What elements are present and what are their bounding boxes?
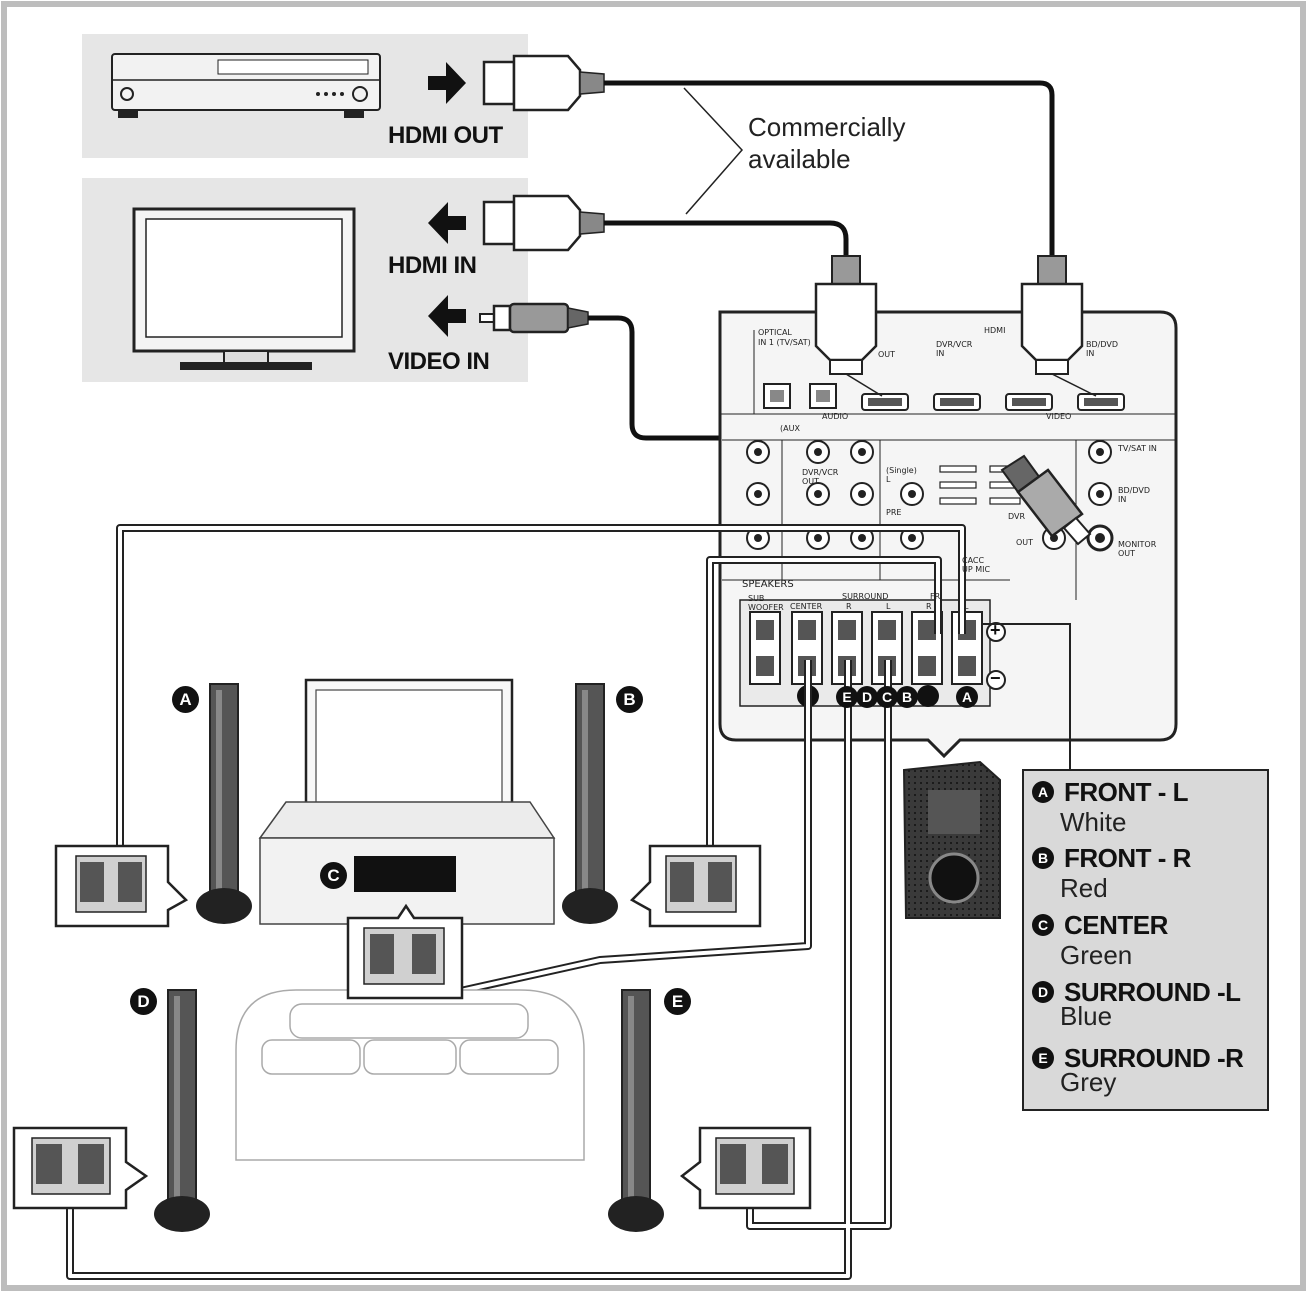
- rca-plug-icon: [1000, 454, 1092, 546]
- rx-surround-r-label: R: [846, 602, 852, 611]
- rx-pre-label: PRE: [886, 508, 902, 517]
- rx-aux-label: (AUX: [780, 424, 800, 433]
- terminal-callout-d: [12, 1126, 149, 1210]
- rx-hdmi-out-label: OUT: [878, 350, 896, 359]
- room-tv-icon: [304, 678, 514, 827]
- receiver-badge-c: C: [876, 686, 898, 708]
- pointer-line: [1051, 373, 1097, 397]
- sofa-icon: [235, 989, 585, 1161]
- rx-front-label: FR: [930, 592, 941, 601]
- terminal-callout-a: [54, 844, 189, 928]
- legend-name: SURROUND -L: [1064, 977, 1241, 1007]
- legend-badge: B: [1032, 847, 1054, 869]
- legend-color: Red: [1060, 873, 1108, 903]
- pointer-line: [845, 373, 883, 397]
- rx-optical-sub-label: IN 1 (TV/SAT): [758, 338, 811, 347]
- arrow-right-icon: [428, 62, 466, 104]
- hdmi-out-label: HDMI OUT: [388, 122, 503, 149]
- legend-name: FRONT - R: [1064, 843, 1191, 873]
- hdmi-plug-icon: [482, 54, 605, 112]
- bluray-player-icon: [111, 53, 381, 118]
- receiver-badge-e: E: [836, 686, 858, 708]
- rx-surround-l-label: L: [886, 602, 891, 611]
- tv-stand-icon: [258, 801, 556, 925]
- rca-plug-icon: [479, 302, 589, 334]
- legend-color: Grey: [1060, 1067, 1117, 1097]
- plus-sign: +: [990, 620, 1001, 640]
- legend-color: Blue: [1060, 1001, 1113, 1031]
- speaker-marker-d: D: [130, 988, 157, 1015]
- hdmi-in-label: HDMI IN: [388, 252, 477, 279]
- legend-badge: E: [1032, 1047, 1054, 1069]
- rx-dvr-vcr-in-label: DVR/VCR IN: [936, 340, 973, 358]
- rx-out2-label: OUT: [1016, 538, 1034, 547]
- hdmi-plug-icon: [814, 255, 878, 375]
- front-right-speaker-icon: [562, 683, 618, 924]
- legend-badge: D: [1032, 981, 1054, 1003]
- av-receiver: [718, 310, 1178, 759]
- legend-name: SURROUND -R: [1064, 1043, 1244, 1073]
- rx-subwoofer-label: SUB WOOFER: [748, 594, 784, 612]
- rx-acmic-label: CACC UP MIC: [962, 556, 991, 574]
- legend-name: FRONT - L: [1064, 777, 1189, 807]
- rx-dvr-vcr-out-label: DVR/VCR OUT: [802, 468, 839, 486]
- legend-badge: A: [1032, 781, 1054, 803]
- front-left-speaker-icon: [196, 683, 252, 924]
- rx-single-label: (Single) L: [886, 466, 917, 484]
- receiver-badge-d: D: [856, 686, 878, 708]
- callout-line-2: available: [748, 144, 851, 174]
- receiver-badge-a: A: [956, 686, 978, 708]
- arrow-left-icon: [428, 202, 466, 244]
- rx-optical-label: OPTICAL: [758, 328, 792, 337]
- minus-marker: [986, 670, 1006, 690]
- receiver-badge-b: B: [896, 686, 918, 708]
- rx-center-label: CENTER: [790, 602, 823, 611]
- arrow-left-icon: [428, 295, 466, 337]
- rx-front-r-label: R: [926, 602, 932, 611]
- hdmi-plug-icon: [1020, 255, 1084, 375]
- legend-name: CENTER: [1064, 910, 1168, 940]
- legend-color: Green: [1060, 940, 1133, 970]
- rx-speakers-label: SPEAKERS: [742, 579, 794, 590]
- hdmi-cable-in: [604, 220, 849, 256]
- subwoofer-icon: [902, 760, 1001, 919]
- speaker-marker-b: B: [616, 686, 643, 713]
- rx-monitor-out-label: MONITOR OUT: [1118, 540, 1157, 558]
- terminal-callout-b: [629, 844, 762, 928]
- rx-surround-label: SURROUND: [842, 592, 889, 601]
- callout-line-1: Commercially: [748, 112, 906, 142]
- rx-bd-dvd-in2-label: BD/DVD IN: [1118, 486, 1150, 504]
- surround-left-speaker-icon: [154, 989, 210, 1232]
- hdmi-plug-icon: [482, 194, 605, 252]
- speaker-marker-c: C: [320, 862, 347, 889]
- surround-right-speaker-icon: [608, 989, 664, 1232]
- video-in-label: VIDEO IN: [388, 348, 490, 375]
- speaker-color-legend: A FRONT - L White B FRONT - R Red C CENT…: [1022, 769, 1269, 1111]
- rx-video-label: VIDEO: [1046, 412, 1072, 421]
- tv-icon: [132, 207, 356, 370]
- rx-front-l-label: L: [964, 602, 969, 611]
- legend-badge: C: [1032, 914, 1054, 936]
- terminal-callout-e: [679, 1126, 812, 1210]
- legend-color: White: [1060, 807, 1127, 837]
- rx-tv-sat-in-label: TV/SAT IN: [1118, 444, 1157, 453]
- minus-sign: −: [990, 668, 1001, 688]
- callout-bracket: [683, 87, 744, 215]
- rx-dvr-label: DVR: [1008, 512, 1026, 521]
- speaker-marker-a: A: [172, 686, 199, 713]
- speaker-marker-e: E: [664, 988, 691, 1015]
- hdmi-cable-out: [604, 80, 1055, 256]
- rx-hdmi-label: HDMI: [984, 326, 1006, 335]
- rx-bd-dvd-in-label: BD/DVD IN: [1086, 340, 1118, 358]
- legend-leader-line: [982, 623, 1071, 770]
- rx-audio-label: AUDIO: [822, 412, 849, 421]
- terminal-callout-c: [346, 903, 464, 1000]
